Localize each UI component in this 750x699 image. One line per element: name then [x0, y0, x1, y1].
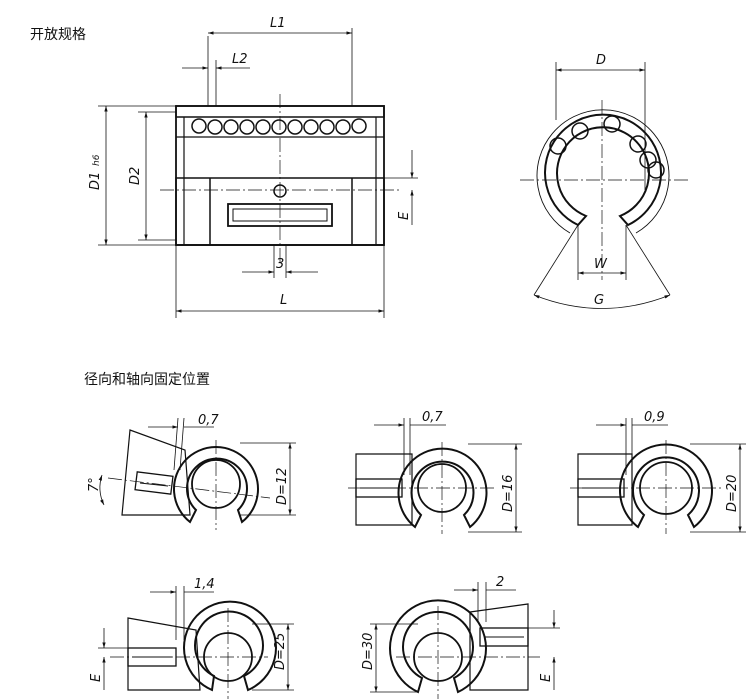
- mount-d30-offset: 2: [496, 575, 504, 590]
- mount-d12-angle: 7°: [87, 477, 102, 492]
- mount-d25-diameter: D=25: [273, 633, 288, 670]
- mount-d25-offset: 1,4: [194, 577, 215, 592]
- mount-view-d16: 0,7 D=16: [348, 410, 522, 534]
- front-view: D W G: [520, 53, 688, 309]
- label-l: L: [280, 293, 287, 308]
- mount-d25-e: E: [89, 673, 104, 682]
- mount-d16-diameter: D=16: [501, 475, 516, 512]
- label-h6: h6: [92, 154, 102, 166]
- label-l1: L1: [270, 16, 286, 31]
- heading-mounting-positions: 径向和轴向固定位置: [84, 372, 210, 388]
- side-view: L1 L2 D1 h6 D2 E 3 L: [88, 16, 418, 318]
- mount-d16-offset: 0,7: [422, 410, 443, 425]
- label-l2: L2: [232, 52, 248, 67]
- heading-open-spec: 开放规格: [30, 27, 86, 43]
- mount-view-d30: 2 D=30 E: [361, 575, 560, 699]
- label-d: D: [596, 53, 606, 68]
- label-d1: D1: [88, 172, 103, 190]
- mount-d12-diameter: D=12: [275, 468, 290, 505]
- mount-view-d20: 0,9 D=20: [570, 410, 746, 534]
- label-d2: D2: [128, 167, 143, 185]
- mount-view-d25: 1,4 D=25 E: [89, 577, 294, 699]
- label-3: 3: [276, 257, 284, 272]
- label-w: W: [594, 257, 608, 272]
- ball-row: [191, 118, 367, 135]
- mount-d20-offset: 0,9: [644, 410, 665, 425]
- label-e: E: [397, 211, 412, 220]
- mount-d12-offset: 0,7: [198, 413, 219, 428]
- mount-d30-diameter: D=30: [361, 633, 376, 670]
- mount-d30-e: E: [539, 673, 554, 682]
- mount-d20-diameter: D=20: [725, 475, 740, 512]
- label-g: G: [594, 293, 604, 308]
- mount-view-d12: 0,7 D=12 7°: [87, 413, 296, 530]
